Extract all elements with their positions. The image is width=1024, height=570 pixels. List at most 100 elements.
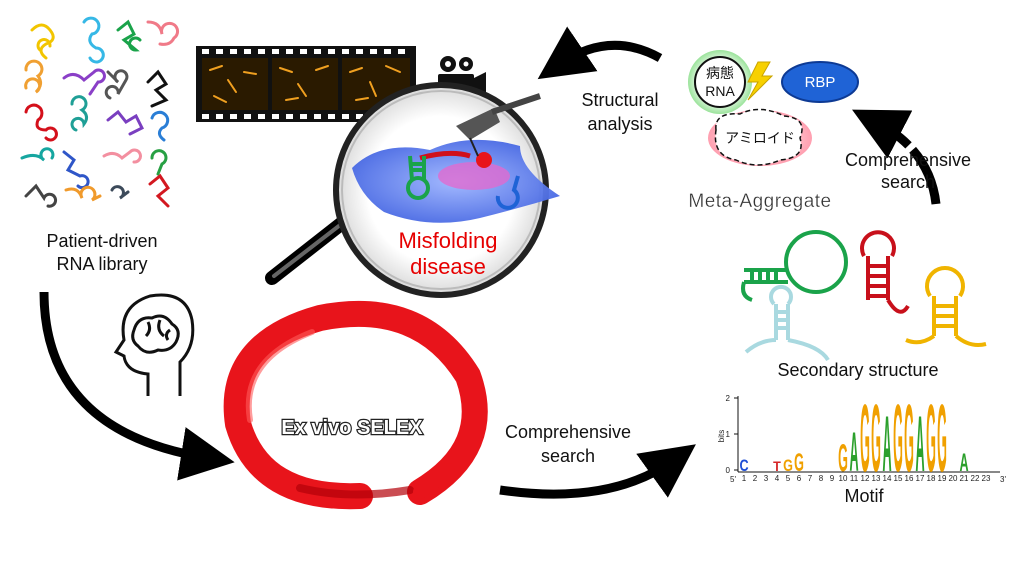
motif-position-8: 8 bbox=[819, 474, 824, 483]
red-hairpin bbox=[860, 230, 910, 314]
rna-strand-yellow bbox=[30, 23, 55, 60]
motif-letter-14: A bbox=[882, 400, 891, 488]
motif-position-9: 9 bbox=[830, 474, 835, 483]
rna-strand-orange2 bbox=[64, 185, 102, 202]
rna-strand-red bbox=[24, 103, 58, 142]
misfolding-label-1: Misfolding bbox=[398, 228, 497, 253]
motif-letter-18: G bbox=[926, 387, 936, 492]
rna-strand-teal bbox=[70, 95, 89, 132]
motif-position-12: 12 bbox=[861, 474, 870, 483]
motif-y-tick-0: 0 bbox=[726, 466, 731, 475]
rna-strand-red2 bbox=[148, 173, 171, 208]
rna-strand-blue2 bbox=[62, 150, 90, 190]
motif-position-23: 23 bbox=[982, 474, 991, 483]
rna-strand-pink bbox=[146, 20, 179, 46]
lightning-icon bbox=[747, 61, 774, 101]
motif-letter-15: G bbox=[893, 387, 903, 492]
misfolding-label-2: disease bbox=[410, 254, 486, 279]
structural-analysis-arrow bbox=[537, 26, 663, 80]
motif-letter-5: G bbox=[783, 457, 793, 475]
comprehensive-search-bottom-label-2: search bbox=[541, 446, 595, 466]
blue-rna-hairpin bbox=[495, 175, 520, 210]
motif-letter-1: C bbox=[739, 457, 748, 475]
cell-illustration bbox=[352, 93, 560, 223]
rna-strand-purple bbox=[62, 68, 106, 96]
structural-analysis-label-1: Structural bbox=[581, 90, 658, 110]
motif-letter-21: A bbox=[959, 449, 968, 477]
motif-position-22: 22 bbox=[971, 474, 980, 483]
motif-3prime: 3' bbox=[1000, 475, 1006, 484]
motif-position-20: 20 bbox=[949, 474, 958, 483]
structural-analysis-label-2: analysis bbox=[587, 114, 652, 134]
motif-position-7: 7 bbox=[808, 474, 813, 483]
rna-strand-green bbox=[116, 19, 142, 52]
brain-head-icon bbox=[113, 293, 195, 396]
motif-position-10: 10 bbox=[839, 474, 848, 483]
patient-library-label-2: RNA library bbox=[56, 254, 147, 274]
rna-strand-black bbox=[146, 69, 169, 108]
motif-letter-4: T bbox=[773, 458, 781, 474]
green-hairpin bbox=[741, 230, 848, 302]
motif-letter-19: G bbox=[937, 387, 947, 492]
disease-rna-label-1: 病態 bbox=[706, 65, 734, 81]
rna-strand-orange bbox=[24, 59, 44, 94]
motif-position-13: 13 bbox=[872, 474, 881, 483]
motif-position-4: 4 bbox=[775, 474, 780, 483]
motif-position-5: 5 bbox=[786, 474, 791, 483]
rna-strand-slate bbox=[110, 185, 130, 200]
lightblue-hairpin bbox=[744, 284, 830, 362]
secondary-structure-illustration bbox=[741, 230, 987, 362]
rna-strand-gray2 bbox=[24, 183, 58, 208]
comprehensive-search-bottom-label-1: Comprehensive bbox=[505, 422, 631, 442]
disease-rna-label-2: RNA bbox=[705, 83, 735, 99]
library-to-selex-arrow bbox=[39, 291, 235, 481]
motif-y-axis-label: bits bbox=[717, 430, 726, 442]
rna-strand-green2 bbox=[150, 149, 168, 176]
rna-strand-gray bbox=[104, 69, 129, 100]
rbp-label: RBP bbox=[805, 74, 836, 91]
selex-ring-icon bbox=[223, 300, 488, 510]
rna-strand-teal2 bbox=[20, 147, 55, 162]
motif-position-15: 15 bbox=[894, 474, 903, 483]
motif-letter-17: A bbox=[915, 400, 924, 488]
motif-position-6: 6 bbox=[797, 474, 802, 483]
motif-position-11: 11 bbox=[850, 474, 859, 483]
motif-position-19: 19 bbox=[938, 474, 947, 483]
secondary-structure-label: Secondary structure bbox=[777, 360, 938, 380]
motif-5prime: 5' bbox=[730, 475, 736, 484]
yellow-hairpin bbox=[905, 266, 987, 347]
comprehensive-search-up-arrow bbox=[852, 109, 941, 205]
amyloid-label: アミロイド bbox=[725, 130, 795, 146]
rna-library-cluster bbox=[20, 16, 179, 208]
motif-label: Motif bbox=[844, 486, 884, 506]
motif-position-17: 17 bbox=[916, 474, 925, 483]
ex-vivo-selex-label: Ex vivo SELEX bbox=[281, 417, 423, 439]
rna-strand-violet bbox=[106, 109, 145, 136]
comprehensive-search-top-label-1: Comprehensive bbox=[845, 150, 971, 170]
motif-position-3: 3 bbox=[764, 474, 769, 483]
patient-library-label-1: Patient-driven bbox=[46, 231, 157, 251]
selex-to-motif-arrow bbox=[499, 444, 696, 499]
motif-letter-11: A bbox=[849, 420, 858, 483]
meta-aggregate-label: Meta-Aggregate bbox=[688, 191, 831, 212]
rna-strand-blue bbox=[82, 16, 105, 64]
green-rna-hairpin bbox=[406, 155, 430, 200]
motif-letter-6: G bbox=[794, 449, 804, 477]
motif-position-2: 2 bbox=[753, 474, 758, 483]
motif-position-16: 16 bbox=[905, 474, 914, 483]
motif-position-18: 18 bbox=[927, 474, 936, 483]
motif-letter-12: G bbox=[860, 387, 870, 492]
motif-letter-16: G bbox=[904, 387, 914, 492]
motif-position-1: 1 bbox=[742, 474, 747, 483]
rna-strand-pink2 bbox=[102, 148, 142, 164]
comprehensive-search-top-label-2: search bbox=[881, 172, 935, 192]
motif-position-21: 21 bbox=[960, 474, 969, 483]
rna-strand-cyan bbox=[150, 110, 170, 142]
film-frame-1 bbox=[202, 58, 268, 110]
meta-aggregate-illustration bbox=[688, 50, 859, 166]
motif-y-tick-1: 1 bbox=[726, 430, 731, 439]
motif-letter-10: G bbox=[838, 437, 848, 480]
